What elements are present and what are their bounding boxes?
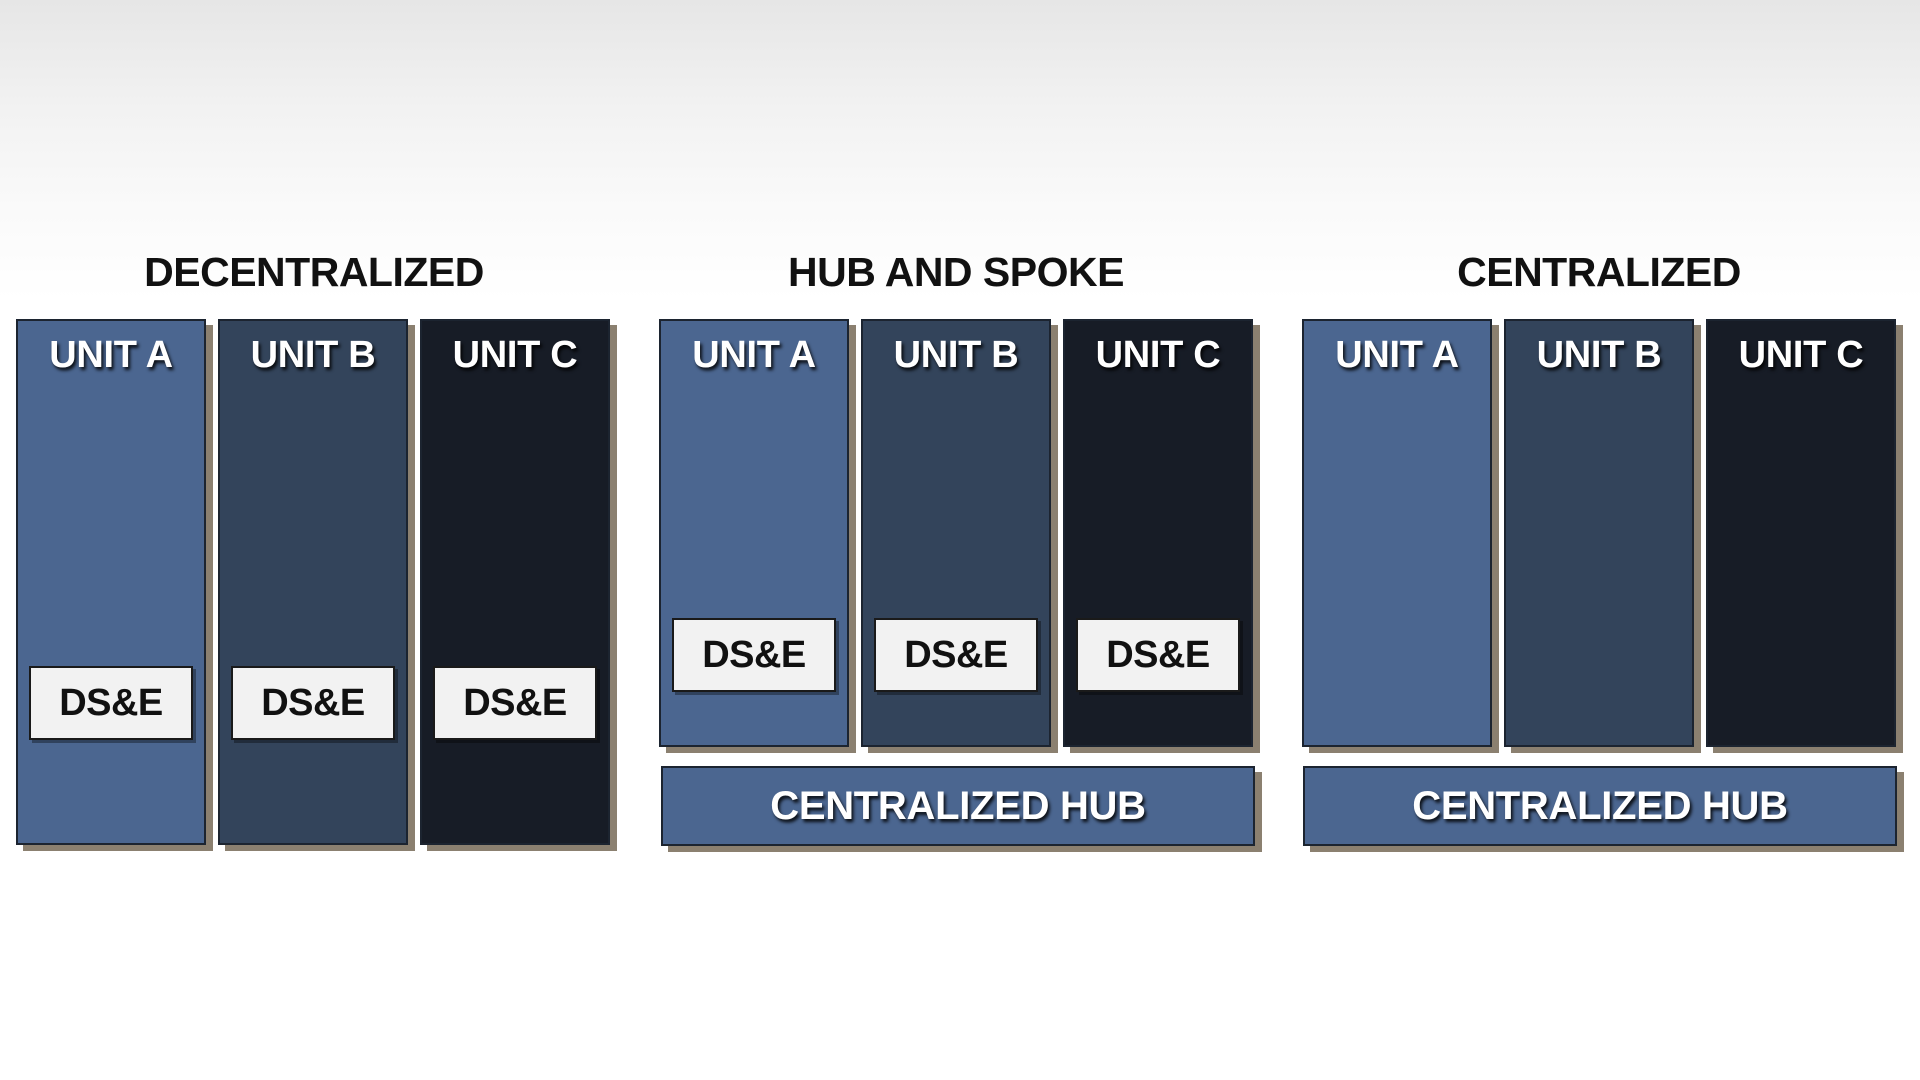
panel-title-decentralized: DECENTRALIZED bbox=[144, 249, 484, 295]
unit-label: UNIT B bbox=[893, 334, 1019, 376]
unit-a-hub-and-spoke: UNIT A DS&E bbox=[659, 319, 849, 747]
unit-c-decentralized: UNIT C DS&E bbox=[420, 319, 610, 845]
unit-label: UNIT A bbox=[692, 334, 816, 376]
unit-label: UNIT A bbox=[1335, 334, 1459, 376]
unit-b-decentralized: UNIT B DS&E bbox=[218, 319, 408, 845]
panel-title-centralized: CENTRALIZED bbox=[1457, 249, 1741, 295]
dse-box: DS&E bbox=[672, 618, 836, 692]
unit-label: UNIT C bbox=[452, 334, 578, 376]
unit-label: UNIT C bbox=[1095, 334, 1221, 376]
unit-b-centralized: UNIT B bbox=[1504, 319, 1694, 747]
unit-b-hub-and-spoke: UNIT B DS&E bbox=[861, 319, 1051, 747]
dse-box: DS&E bbox=[29, 666, 193, 740]
unit-label: UNIT B bbox=[1536, 334, 1662, 376]
centralized-hub-centralized: CENTRALIZED HUB bbox=[1303, 766, 1897, 846]
dse-box: DS&E bbox=[1076, 618, 1240, 692]
unit-label: UNIT C bbox=[1738, 334, 1864, 376]
unit-c-hub-and-spoke: UNIT C DS&E bbox=[1063, 319, 1253, 747]
unit-label: UNIT A bbox=[49, 334, 173, 376]
unit-a-decentralized: UNIT A DS&E bbox=[16, 319, 206, 845]
centralized-hub-hub-and-spoke: CENTRALIZED HUB bbox=[661, 766, 1255, 846]
panel-title-hub-and-spoke: HUB AND SPOKE bbox=[788, 249, 1124, 295]
unit-c-centralized: UNIT C bbox=[1706, 319, 1896, 747]
unit-label: UNIT B bbox=[250, 334, 376, 376]
unit-a-centralized: UNIT A bbox=[1302, 319, 1492, 747]
dse-box: DS&E bbox=[433, 666, 597, 740]
dse-box: DS&E bbox=[874, 618, 1038, 692]
dse-box: DS&E bbox=[231, 666, 395, 740]
